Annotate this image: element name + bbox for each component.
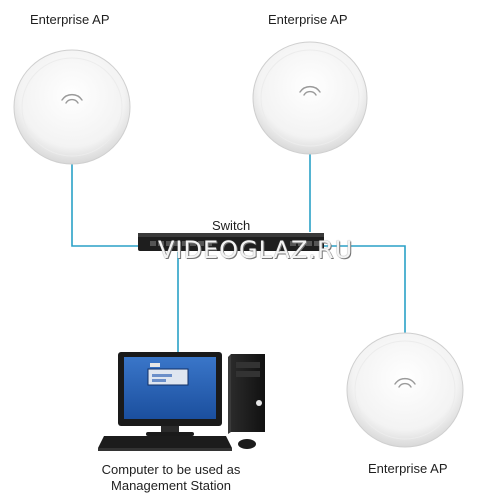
ubiquiti-logo-icon	[299, 86, 321, 96]
ap-top-left	[13, 49, 131, 165]
cable-lines	[71, 152, 406, 352]
ap-top-right-label: Enterprise AP	[268, 12, 348, 27]
ap-bottom-right-label: Enterprise AP	[368, 461, 448, 476]
computer-tower-icon	[228, 354, 265, 434]
computer-label: Computer to be used as Management Statio…	[96, 462, 246, 494]
watermark-text: VIDEOGLAZ.RU	[158, 236, 354, 264]
switch-label: Switch	[212, 218, 251, 233]
ubiquiti-logo-icon	[394, 378, 416, 388]
cable-ap-bottom-right	[320, 245, 406, 333]
ubiquiti-logo-icon	[61, 94, 83, 104]
switch-device	[138, 233, 324, 251]
computer-label-line2: Management Station	[111, 478, 231, 493]
keyboard-icon	[98, 436, 232, 451]
computer-label-line1: Computer to be used as	[101, 462, 241, 477]
ap-bottom-right	[346, 332, 464, 448]
computer-monitor-icon	[118, 352, 222, 436]
ap-top-left-label: Enterprise AP	[30, 12, 110, 27]
ap-top-right	[252, 41, 368, 155]
cable-ap-top-left	[71, 162, 160, 247]
mouse-icon	[238, 439, 256, 449]
switch-ports-icon	[150, 241, 320, 246]
